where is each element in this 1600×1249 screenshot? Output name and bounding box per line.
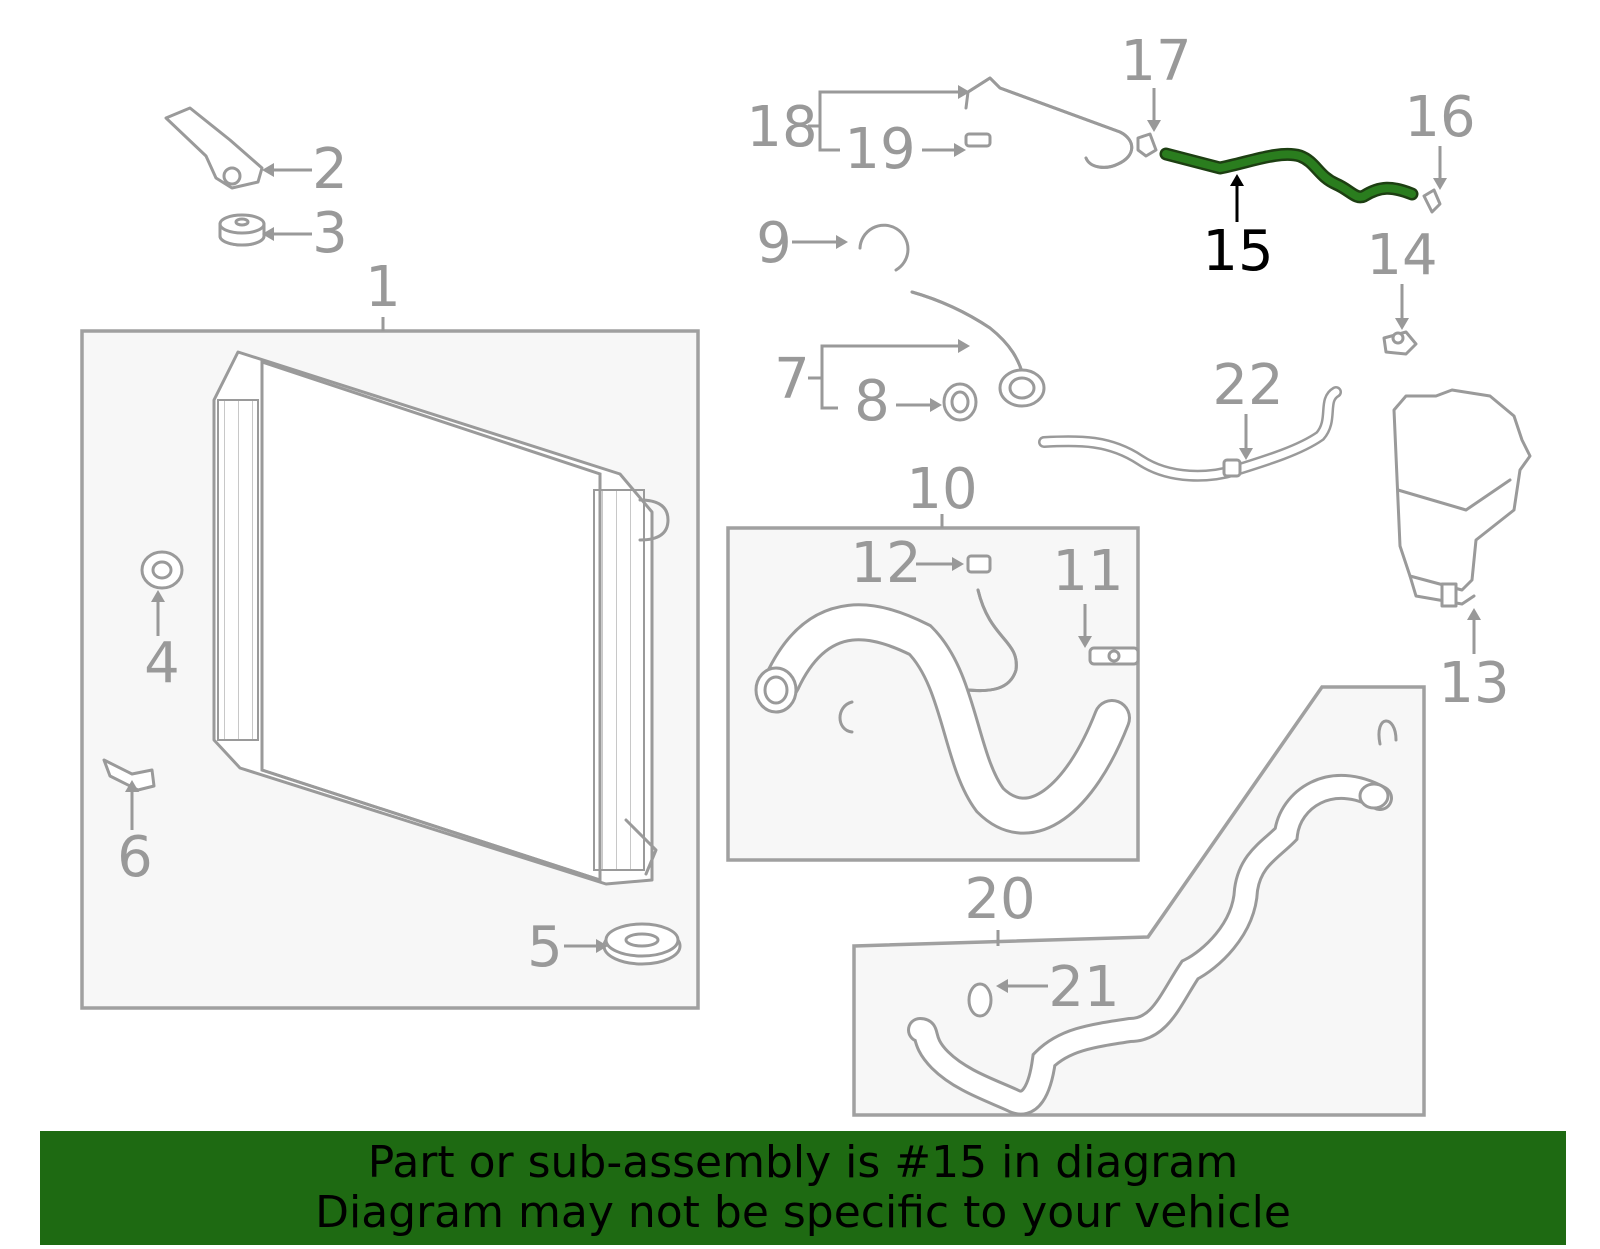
clip-16-part <box>1422 188 1442 214</box>
callout-16: 16 <box>1404 85 1475 150</box>
arrowhead-3 <box>262 227 274 241</box>
arrowhead-5 <box>596 939 608 953</box>
arrowhead-21 <box>996 979 1008 993</box>
diagram-notice-banner: Part or sub-assembly is #15 in diagram D… <box>40 1131 1566 1245</box>
arrowhead-13 <box>1467 608 1481 620</box>
highlighted-hose-15-part <box>1159 147 1419 204</box>
clamp-9-part <box>858 223 910 272</box>
callout-15: 15 <box>1202 219 1273 284</box>
bracket-part <box>164 106 264 190</box>
cap-12-part <box>966 554 992 574</box>
leader-18 <box>818 90 962 152</box>
clamp-8-part <box>942 382 978 422</box>
arrowhead-8 <box>930 398 942 412</box>
callout-21: 21 <box>1048 955 1119 1020</box>
callout-2: 2 <box>312 137 348 202</box>
hose-assembly-20-part <box>907 719 1398 1116</box>
leader-7 <box>820 344 962 410</box>
reservoir-cap-part <box>1382 330 1418 356</box>
callout-5: 5 <box>527 915 563 980</box>
pipe-18-part <box>964 76 1134 169</box>
arrowhead-15 <box>1230 174 1244 186</box>
callout-6: 6 <box>117 825 153 890</box>
arrowhead-19 <box>954 143 966 157</box>
seal-part <box>602 922 682 966</box>
drain-plug-part <box>102 758 156 792</box>
clip-19-part <box>964 132 992 148</box>
clamp-21-part <box>967 982 993 1018</box>
callout-18: 18 <box>746 95 817 160</box>
leader-lines <box>125 85 1481 993</box>
notice-line-disclaimer: Diagram may not be specific to your vehi… <box>315 1187 1291 1238</box>
callout-17: 17 <box>1120 29 1191 94</box>
arrowhead-18 <box>958 85 970 99</box>
hose-assembly-10-part <box>754 588 1131 835</box>
callout-19: 19 <box>844 117 915 182</box>
arrowhead-16 <box>1433 178 1447 190</box>
callout-labels: 1 2 3 4 5 6 7 8 9 10 11 12 13 14 15 16 1… <box>117 29 1509 1020</box>
clip-17-part <box>1136 132 1158 158</box>
connector-11-part <box>1088 646 1140 666</box>
arrowhead-2 <box>262 163 274 177</box>
arrowhead-22 <box>1239 448 1253 460</box>
arrowhead-11 <box>1078 636 1092 648</box>
arrowhead-14 <box>1395 318 1409 330</box>
reservoir-part <box>1392 388 1532 608</box>
arrowhead-9 <box>836 235 848 249</box>
callout-22: 22 <box>1212 353 1283 418</box>
upper-hose-part <box>910 290 1046 408</box>
grommet-part <box>140 550 184 590</box>
callout-1: 1 <box>365 255 401 320</box>
callout-3: 3 <box>312 201 348 266</box>
callout-11: 11 <box>1052 539 1123 604</box>
callout-13: 13 <box>1438 651 1509 716</box>
callout-10: 10 <box>906 457 977 522</box>
callout-7: 7 <box>774 347 810 412</box>
callout-9: 9 <box>756 211 792 276</box>
arrowhead-6 <box>125 780 139 792</box>
arrowhead-7 <box>958 339 970 353</box>
callout-4: 4 <box>144 631 180 696</box>
callout-20: 20 <box>964 867 1035 932</box>
insulator-part <box>218 213 266 247</box>
notice-line-part-number: Part or sub-assembly is #15 in diagram <box>367 1137 1239 1188</box>
arrowhead-12 <box>952 557 964 571</box>
arrowhead-17 <box>1147 120 1161 132</box>
callout-8: 8 <box>854 369 890 434</box>
hose-group-box-20 <box>852 685 1426 1117</box>
arrowhead-4 <box>151 590 165 602</box>
hose-22-part <box>1038 386 1342 482</box>
radiator-part <box>212 350 670 886</box>
callout-12: 12 <box>850 531 921 596</box>
callout-14: 14 <box>1366 223 1437 288</box>
